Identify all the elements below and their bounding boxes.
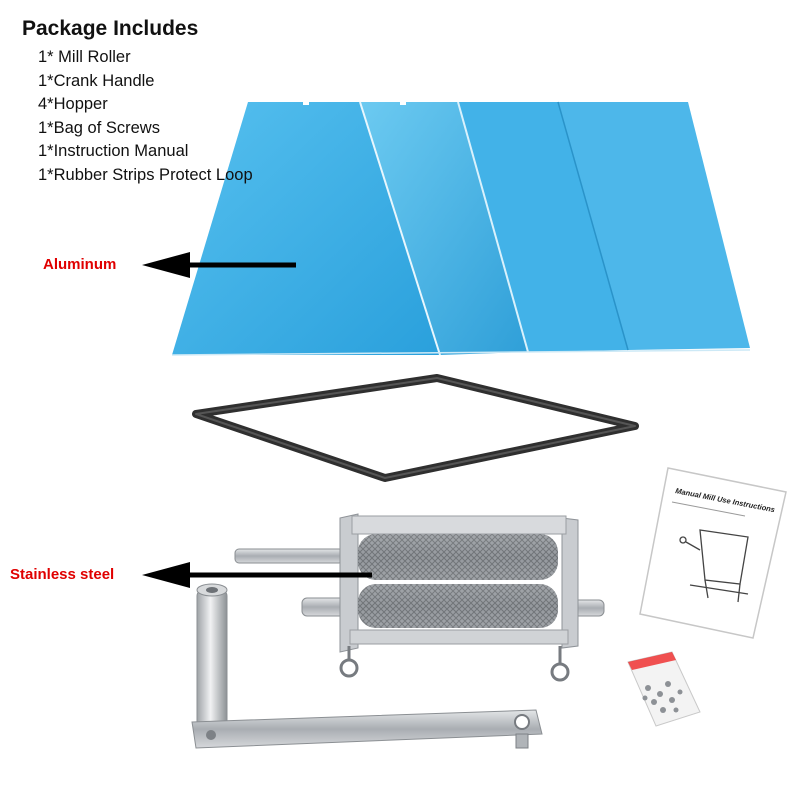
hopper-panel-2 bbox=[360, 102, 528, 355]
list-item: 1* Mill Roller bbox=[38, 48, 131, 66]
aluminum-arrow-icon bbox=[142, 252, 296, 278]
aluminum-label: Aluminum bbox=[43, 256, 117, 273]
package-title: Package Includes bbox=[22, 17, 199, 40]
list-item: 4*Hopper bbox=[38, 95, 108, 113]
hopper-panel-4 bbox=[558, 102, 750, 350]
hopper-panel-1 bbox=[172, 102, 440, 355]
steel-arrow-icon bbox=[142, 562, 372, 588]
stainless-steel-label: Stainless steel bbox=[10, 566, 115, 583]
list-item: 1*Instruction Manual bbox=[38, 142, 189, 160]
instruction-manual: Manual Mill Use Instructions bbox=[639, 467, 787, 639]
bag-of-screws bbox=[627, 651, 701, 727]
mill-roller bbox=[234, 513, 605, 682]
package-items-list: 1* Mill Roller 1*Crank Handle 4*Hopper 1… bbox=[38, 46, 253, 187]
list-item: 1*Bag of Screws bbox=[38, 118, 160, 137]
hopper-panels bbox=[171, 97, 751, 356]
list-item: 1*Rubber Strips Protect Loop bbox=[38, 165, 253, 184]
rubber-strip-loop bbox=[192, 374, 639, 482]
hopper-panel-3 bbox=[458, 102, 628, 352]
list-item: 1*Crank Handle bbox=[38, 71, 155, 90]
crank-handle bbox=[191, 583, 543, 749]
